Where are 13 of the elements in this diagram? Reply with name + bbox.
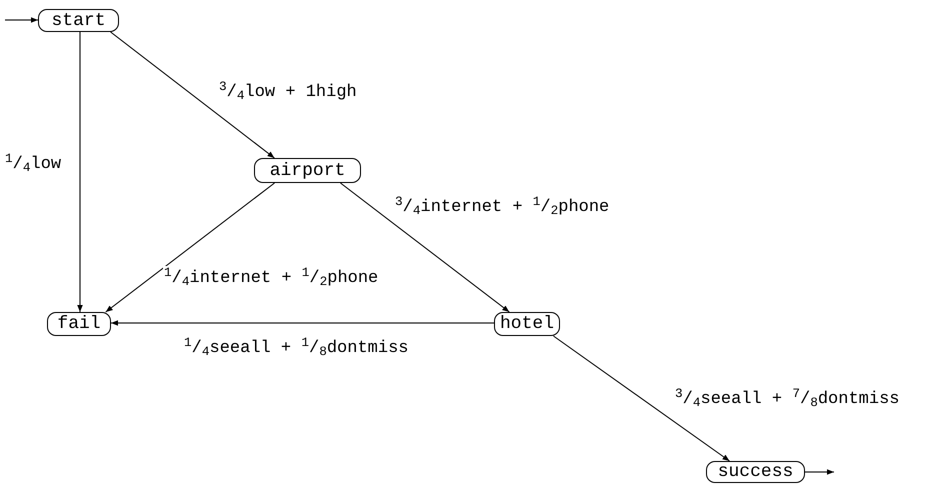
state-box: start [38,9,119,32]
state-box: success [706,461,805,483]
arrow [77,32,83,312]
state-box: fail [47,312,111,336]
arrow [804,469,834,475]
state-box: hotel [494,312,560,336]
arrow [340,182,510,312]
arrow [110,32,275,158]
arrow [105,182,276,312]
arrow [552,336,730,462]
arrow [110,320,494,326]
state-box: airport [254,158,361,183]
arrow [4,17,38,23]
